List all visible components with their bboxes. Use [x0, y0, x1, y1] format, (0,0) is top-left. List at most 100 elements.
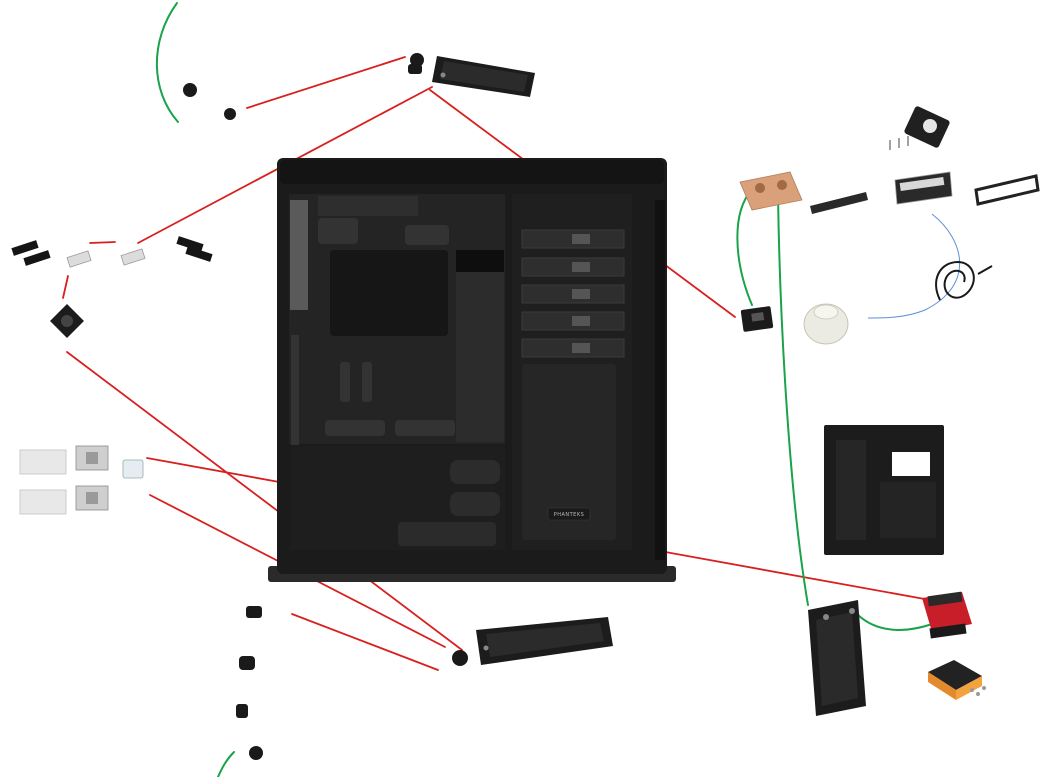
- rear-io-cutout: [892, 452, 930, 476]
- soft-tube-top-left: [155, 2, 179, 123]
- cable-coil-icon: [935, 260, 975, 301]
- foam-pad-side: [956, 676, 982, 700]
- fitting-icon: [183, 83, 197, 97]
- gpu-backplate: [19, 489, 67, 515]
- cable-plug: [977, 265, 993, 275]
- top-fittings: [183, 53, 424, 120]
- gpu-blocks: [19, 445, 144, 515]
- brand-badge-plate: [547, 507, 591, 521]
- reservoir-cap-top: [813, 304, 839, 320]
- cables: [867, 213, 961, 319]
- soft-tube-copper-to-front-rad: [777, 194, 809, 606]
- memory-waterblock: [66, 250, 92, 268]
- radiator-port: [849, 608, 855, 614]
- soft-tube-copper-to-meter: [736, 189, 753, 306]
- soft-tubes: [155, 2, 936, 777]
- thermal-pad: [185, 246, 213, 262]
- bottom-radiator: [476, 617, 613, 665]
- foam-pad-icon: [928, 660, 982, 690]
- radiator-port: [823, 614, 829, 620]
- rear-case-view: [824, 425, 944, 555]
- tube-memory-blocks-bridge: [89, 241, 116, 244]
- foam-pad-side: [928, 672, 956, 700]
- tube-top-fitting-to-top-rad: [246, 56, 406, 109]
- controller-face: [899, 176, 945, 192]
- frame-icon: [974, 174, 1040, 206]
- radiator-core: [816, 612, 858, 706]
- fan-frame-left: [290, 200, 308, 310]
- front-radiator: [808, 600, 866, 716]
- fitting-icon: [249, 746, 263, 760]
- flow-meter-screen: [751, 312, 765, 322]
- fitting-icon: [408, 64, 422, 74]
- drive-latch: [572, 343, 590, 353]
- cpu-block: [50, 304, 84, 338]
- cable-cover: [522, 364, 616, 540]
- thermal-pad: [11, 240, 39, 256]
- grommet: [395, 420, 455, 436]
- grommet: [405, 225, 449, 245]
- cpu-block-center: [61, 315, 73, 327]
- pump-top: [927, 591, 963, 607]
- copper-distribution-block: [739, 171, 803, 211]
- mesh-panel: [456, 272, 504, 442]
- gpu-terminal-icon: [122, 459, 144, 479]
- pump-base: [929, 623, 967, 639]
- fan-hub-knob: [923, 119, 937, 133]
- tube-cpu-to-bottom-rad: [66, 351, 463, 651]
- fitting-icon: [239, 656, 255, 670]
- mounting-bracket: [810, 192, 868, 214]
- drive-latch: [572, 289, 590, 299]
- reservoir-cap: [803, 303, 849, 345]
- cpu-cutout: [330, 250, 448, 336]
- case-front-edge: [655, 200, 665, 560]
- top-fan-area: [318, 196, 418, 216]
- flow-meter: [740, 306, 774, 332]
- thermal-pad: [23, 250, 51, 266]
- cable-bundle: [935, 260, 993, 301]
- copper-port: [755, 183, 765, 193]
- tube-bottom-fitting-to-bottom-rad: [291, 613, 439, 671]
- screws: [889, 136, 909, 150]
- grommet: [318, 218, 358, 244]
- screws: [970, 686, 986, 696]
- radiator-port: [483, 645, 489, 651]
- rear-fan-mount: [880, 482, 936, 538]
- grommet: [362, 362, 372, 402]
- fitting-icon: [410, 53, 424, 67]
- pc-case: PHANTEKS: [268, 158, 676, 582]
- gpu-block-center: [86, 452, 98, 464]
- soft-tube-bottom-left: [217, 751, 235, 777]
- tube-memory-to-cpu: [62, 275, 69, 299]
- soft-tube-front-rad-to-pump: [857, 614, 936, 631]
- radiator-port: [440, 72, 446, 78]
- thermal-pad: [176, 236, 204, 252]
- memory-blocks: [66, 248, 146, 268]
- fitting-icon: [452, 650, 468, 666]
- grommet: [340, 362, 350, 402]
- memory-waterblock: [120, 248, 146, 266]
- vent-strip: [456, 250, 504, 272]
- radiator-core: [486, 623, 604, 657]
- screw-icon: [976, 692, 980, 696]
- psu-shroud-fan: [398, 522, 496, 546]
- drive-latch: [572, 234, 590, 244]
- copper-block-icon: [739, 171, 803, 211]
- screw-icon: [970, 688, 974, 692]
- shroud-x-vent: [450, 492, 500, 516]
- case-top-panel: [280, 160, 664, 184]
- bracket-icon: [810, 192, 868, 214]
- memory-block-pads: [11, 236, 213, 266]
- top-radiator: [432, 56, 535, 97]
- foam-pad: [928, 660, 986, 700]
- fitting-icon: [224, 108, 236, 120]
- pump-reservoir: [922, 591, 972, 639]
- drive-latch: [572, 262, 590, 272]
- fan-hub: [889, 106, 950, 150]
- fitting-icon: [246, 606, 262, 618]
- gpu-block-center: [86, 492, 98, 504]
- bottom-fittings: [236, 606, 468, 760]
- rear-pci-slots: [836, 440, 866, 540]
- fitting-icon: [236, 704, 248, 718]
